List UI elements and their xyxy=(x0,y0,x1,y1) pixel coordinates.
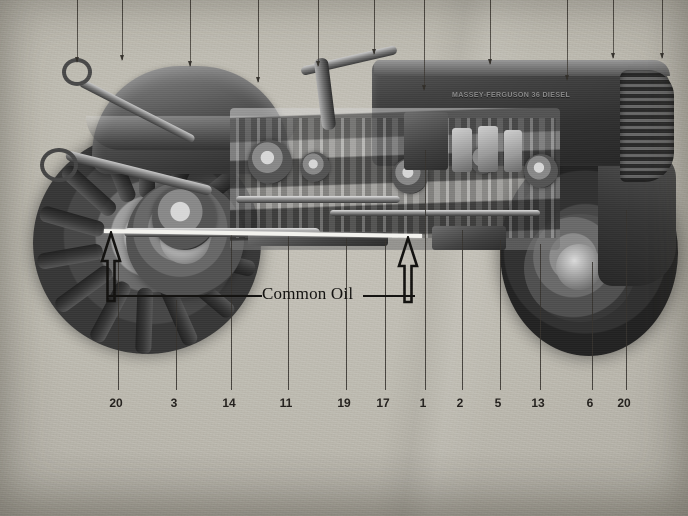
cylinder xyxy=(504,130,522,172)
bottom-leader-line-13-9 xyxy=(540,244,541,390)
bottom-leader-line-14-2 xyxy=(231,232,232,390)
input-shaft xyxy=(236,196,400,203)
callout-number: 2 xyxy=(456,396,464,410)
front-hitch-eye xyxy=(40,148,78,182)
callout-number: 6 xyxy=(586,396,594,410)
bottom-leader-line-19-4 xyxy=(346,238,347,390)
bottom-leader-line-11-3 xyxy=(288,236,289,390)
engine-block xyxy=(404,112,448,170)
gear xyxy=(248,140,292,184)
left-up-arrow-icon xyxy=(99,231,125,303)
cylinder xyxy=(452,128,472,172)
bottom-leader-line-2-7 xyxy=(462,230,463,390)
callout-number: 20 xyxy=(617,396,631,410)
gear xyxy=(300,152,330,182)
top-leader-line-1 xyxy=(120,0,124,61)
top-leader-line-2 xyxy=(188,0,192,67)
callout-number: 13 xyxy=(531,396,545,410)
callout-number: 14 xyxy=(222,396,236,410)
bottom-leader-line-3-1 xyxy=(176,300,177,390)
hood-highlight xyxy=(374,60,670,76)
common-oil-label: Common Oil xyxy=(262,284,354,303)
top-leader-line-10 xyxy=(660,0,664,59)
callout-number: 19 xyxy=(337,396,351,410)
oil-baseline-right xyxy=(363,295,415,298)
bottom-leader-line-6-10 xyxy=(592,262,593,390)
callout-number: 1 xyxy=(419,396,427,410)
top-leader-line-5 xyxy=(372,0,376,55)
top-leader-line-9 xyxy=(611,0,615,59)
bottom-leader-line-5-8 xyxy=(500,240,501,390)
top-leader-line-8 xyxy=(565,0,569,81)
top-leader-line-7 xyxy=(488,0,492,65)
cylinder xyxy=(478,126,498,172)
oil-level-white-rule xyxy=(103,226,422,238)
callout-number: 20 xyxy=(109,396,123,410)
oil-pan xyxy=(432,226,506,250)
top-leader-line-3 xyxy=(256,0,260,83)
gear xyxy=(524,154,558,188)
radiator-grille xyxy=(620,70,674,182)
output-shaft xyxy=(330,210,540,216)
oil-baseline-left xyxy=(107,295,262,298)
bottom-leader-line-17-5 xyxy=(385,240,386,390)
bottom-leader-line-1-6 xyxy=(425,150,426,390)
callout-number: 5 xyxy=(494,396,502,410)
top-leader-line-4 xyxy=(316,0,320,67)
bottom-leader-line-20-0 xyxy=(118,262,119,390)
top-leader-line-0 xyxy=(75,0,79,63)
callout-number: 11 xyxy=(279,396,293,410)
top-leader-line-6 xyxy=(422,0,426,91)
callout-number: 17 xyxy=(376,396,390,410)
callout-number: 3 xyxy=(170,396,178,410)
hood-badge-text: MASSEY-FERGUSON 36 DIESEL xyxy=(452,92,571,99)
bottom-leader-line-20-11 xyxy=(626,210,627,390)
differential xyxy=(152,186,216,250)
right-up-arrow-icon xyxy=(396,236,422,308)
